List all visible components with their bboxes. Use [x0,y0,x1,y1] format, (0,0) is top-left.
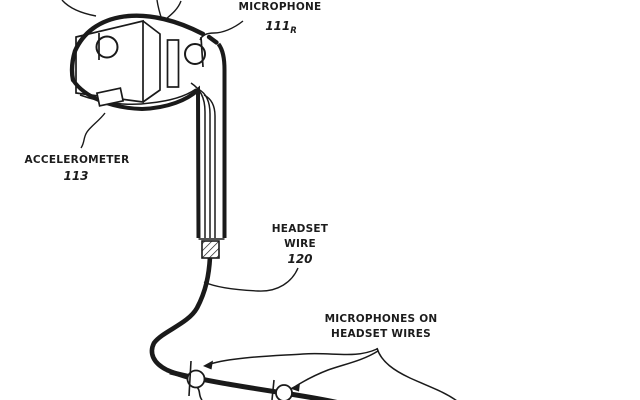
arrowhead-left-mic [203,360,213,370]
leader-top-middle [156,0,163,21]
mic-port-right-circle [184,43,206,65]
microphone-ref-subscript: R [290,26,297,36]
wire-mics-label-line2: HEADSET WIRES [331,328,431,340]
wire-mics-label-line1: MICROPHONES ON [324,313,438,325]
inline-mic-right-circle [275,384,293,400]
stem-channel-line-1 [190,82,206,238]
inline-mic-left-circle [186,369,206,389]
leader-top-left [61,0,97,17]
headset-wire-label-line1: HEADSET [271,223,329,235]
arrowhead-right-mic [290,383,300,392]
inline-mic-right-tick [271,379,275,400]
mic-port-left-circle [95,35,119,59]
stem-channel-line-2 [197,88,211,238]
leader-microphone-label [199,20,244,41]
headset-wire-label-line2: WIRE [284,238,316,250]
microphone-label: MICROPHONE [238,1,322,13]
earbud-housing-right-and-stem-right [216,42,227,238]
stem-channel-line-3 [203,94,216,238]
accelerometer-ref: 113 [63,169,89,183]
earbud-housing-top-arc [69,13,206,83]
accelerometer-label: ACCELEROMETER [24,154,130,166]
accelerometer-chip [95,87,125,107]
headset-wire-upper [149,254,213,381]
inline-mic-left-tick [188,360,192,397]
leader-top-right [165,0,182,20]
headset-wire-ref: 120 [287,252,313,266]
microphone-ref-number: 111 [265,19,291,33]
earbud-housing-dash [206,34,219,45]
side-face-box [142,20,161,103]
leader-wire-mics-left [209,348,378,365]
driver-rectangle [166,39,180,88]
leader-accelerometer-label [80,112,106,149]
inline-mic-left-tail [196,386,203,400]
mic-port-right-line [200,36,204,68]
leader-wire-mics-right [376,347,457,400]
leader-wire-mics-middle [295,350,379,387]
strain-relief-block [201,240,220,259]
leader-headset-wire-label [203,267,299,292]
microphone-ref: 111R [265,20,297,36]
